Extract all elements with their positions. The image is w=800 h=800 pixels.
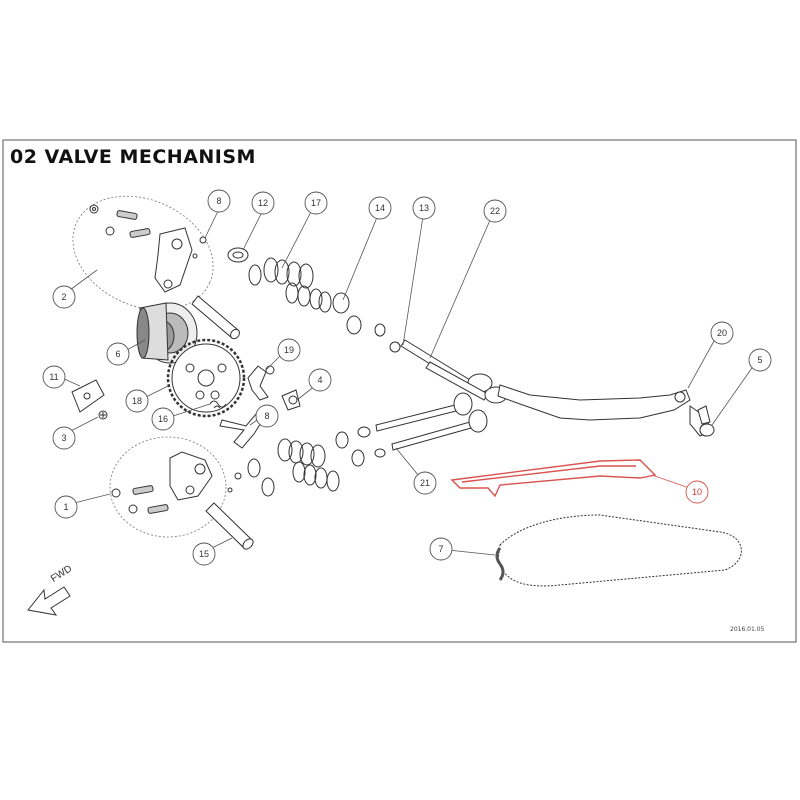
callout-circle bbox=[412, 196, 436, 220]
callout-20: 20 bbox=[710, 321, 734, 345]
callout-16: 16 bbox=[151, 407, 175, 431]
callout-circle bbox=[54, 495, 78, 519]
callout-number: 19 bbox=[284, 345, 294, 355]
callout-15: 15 bbox=[192, 542, 216, 566]
callout-12: 12 bbox=[251, 191, 275, 215]
callout-number: 12 bbox=[258, 198, 268, 208]
callout-18: 18 bbox=[125, 389, 149, 413]
lower-rocker-shaft bbox=[205, 502, 254, 550]
callout-circle bbox=[277, 338, 301, 362]
upper-rocker-assembly bbox=[89, 204, 207, 293]
callout-circle bbox=[52, 426, 76, 450]
callout-13: 13 bbox=[412, 196, 436, 220]
callout-10: 10 bbox=[685, 480, 709, 504]
callout-2: 2 bbox=[52, 285, 76, 309]
callout-8: 8 bbox=[207, 189, 231, 213]
page-title: 02 VALVE MECHANISM bbox=[10, 146, 256, 168]
callout-circle bbox=[251, 191, 275, 215]
callout-number: 20 bbox=[717, 328, 727, 338]
callout-number: 5 bbox=[757, 355, 762, 365]
callout-circle bbox=[483, 199, 507, 223]
decompressor-parts bbox=[209, 365, 301, 449]
cam-sprocket bbox=[166, 338, 246, 418]
callout-14: 14 bbox=[368, 196, 392, 220]
callout-number: 2 bbox=[61, 292, 66, 302]
callout-number: 22 bbox=[490, 206, 500, 216]
lower-rocker-assembly bbox=[111, 451, 242, 514]
callout-number: 8 bbox=[216, 196, 221, 206]
callout-number: 7 bbox=[438, 544, 443, 554]
callout-circle bbox=[710, 321, 734, 345]
timing-chain bbox=[495, 514, 742, 587]
callout-number: 15 bbox=[199, 549, 209, 559]
upper-valve-spring-stack bbox=[227, 247, 401, 353]
callout-circle bbox=[151, 407, 175, 431]
callout-circle bbox=[42, 365, 66, 389]
lower-valves bbox=[375, 392, 488, 451]
callout-4: 4 bbox=[308, 368, 332, 392]
callout-circle bbox=[413, 471, 437, 495]
callout-11: 11 bbox=[42, 365, 66, 389]
callout-5: 5 bbox=[748, 348, 772, 372]
callout-number: 3 bbox=[61, 433, 66, 443]
callout-number: 4 bbox=[317, 375, 322, 385]
callout-circle bbox=[429, 537, 453, 561]
camshaft bbox=[136, 302, 198, 364]
callout-number: 8 bbox=[264, 411, 269, 421]
callout-number: 1 bbox=[63, 502, 68, 512]
callout-17: 17 bbox=[304, 191, 328, 215]
callout-number: 13 bbox=[419, 203, 429, 213]
callout-number: 21 bbox=[420, 478, 430, 488]
callout-19: 19 bbox=[277, 338, 301, 362]
rocker-11-parts bbox=[71, 379, 108, 420]
upper-valve bbox=[400, 339, 493, 393]
callout-number: 17 bbox=[311, 198, 321, 208]
callout-circle bbox=[52, 285, 76, 309]
bolt-5 bbox=[697, 405, 715, 437]
callout-circle bbox=[368, 196, 392, 220]
callout-circle bbox=[255, 404, 279, 428]
lower-valve-spring-stack bbox=[247, 426, 386, 497]
callout-number: 14 bbox=[375, 203, 385, 213]
chain-guide-highlighted bbox=[450, 459, 657, 498]
callout-number: 16 bbox=[158, 414, 168, 424]
diagram-border bbox=[2, 139, 797, 643]
callout-circle bbox=[207, 189, 231, 213]
timing-chain-guide-lever bbox=[497, 384, 713, 437]
callout-number: 11 bbox=[49, 372, 58, 382]
callout-number: 6 bbox=[115, 349, 120, 359]
callout-8: 8 bbox=[255, 404, 279, 428]
callout-circle bbox=[125, 389, 149, 413]
callout-7: 7 bbox=[429, 537, 453, 561]
callout-circle bbox=[308, 368, 332, 392]
callout-number: 10 bbox=[692, 487, 702, 497]
callout-circle bbox=[685, 480, 709, 504]
callout-6: 6 bbox=[106, 342, 130, 366]
forward-arrow: FWD bbox=[27, 563, 74, 616]
fwd-label: FWD bbox=[49, 563, 74, 584]
callout-circle bbox=[304, 191, 328, 215]
callout-3: 3 bbox=[52, 426, 76, 450]
drawing-code: 2016.01.05 bbox=[730, 626, 765, 633]
fwd-arrow-icon bbox=[27, 586, 71, 616]
callout-number: 18 bbox=[132, 396, 142, 406]
callout-circle bbox=[106, 342, 130, 366]
callout-circle bbox=[192, 542, 216, 566]
callout-21: 21 bbox=[413, 471, 437, 495]
callout-22: 22 bbox=[483, 199, 507, 223]
upper-rocker-group-outline bbox=[72, 195, 214, 311]
callout-1: 1 bbox=[54, 495, 78, 519]
upper-rocker-shaft bbox=[191, 295, 240, 340]
callout-circle bbox=[748, 348, 772, 372]
lower-rocker-group-outline bbox=[109, 436, 227, 538]
